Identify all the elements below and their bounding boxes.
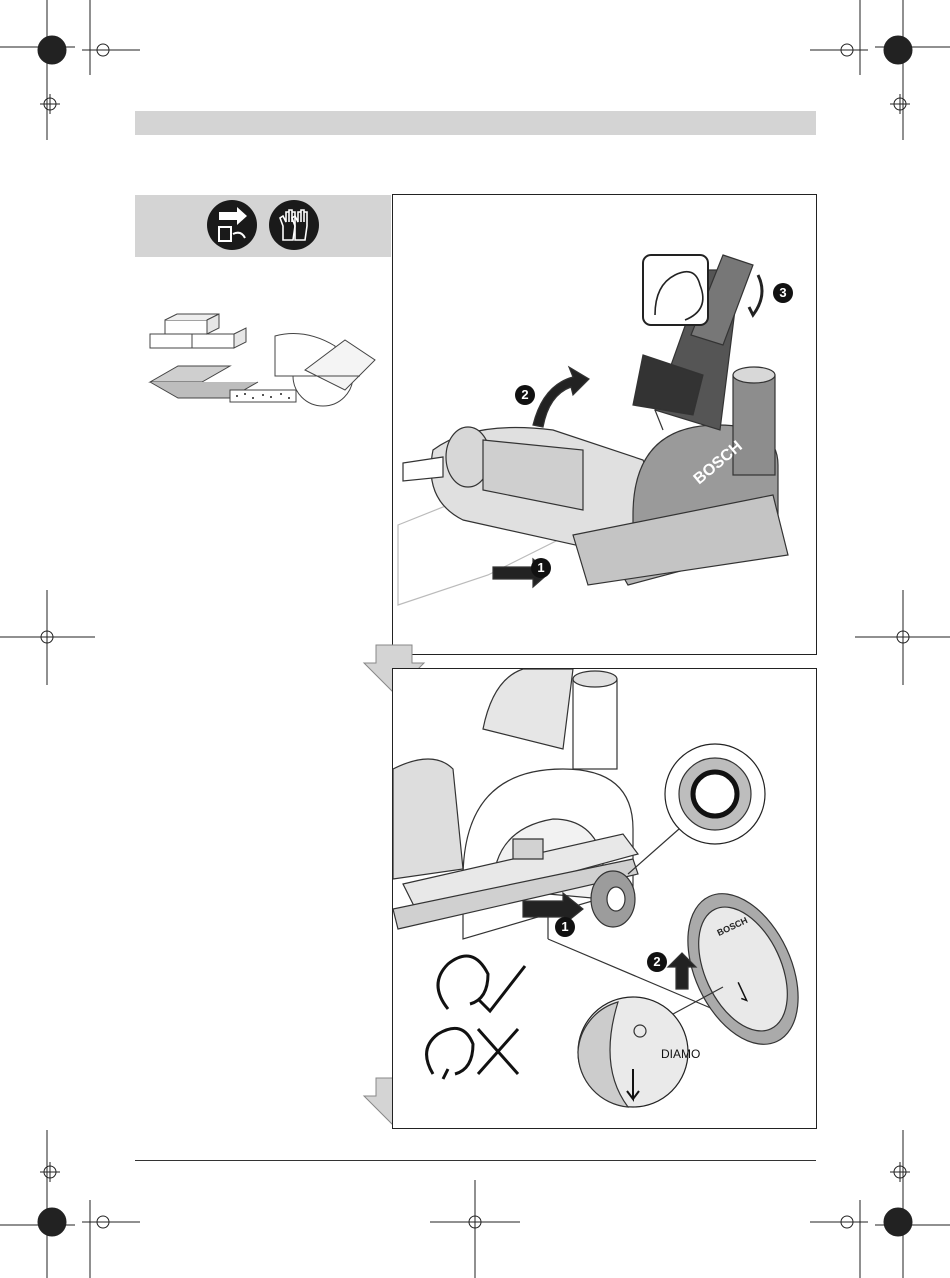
step-number-badge: 3 bbox=[773, 283, 793, 303]
blade-label-text: DIAMO bbox=[661, 1047, 700, 1061]
safety-icons-panel bbox=[135, 195, 391, 257]
step-illustration-mount-blade: BOSCH 1 2 DIAMO bbox=[392, 668, 817, 1129]
step-illustration-remove-handle: BOSCH 2 3 1 bbox=[392, 194, 817, 655]
footer-rule bbox=[135, 1160, 816, 1161]
step-number-badge: 1 bbox=[555, 917, 575, 937]
application-materials-illustration bbox=[145, 310, 385, 420]
unplug-power-icon bbox=[207, 200, 257, 250]
step-number-badge: 1 bbox=[531, 558, 551, 578]
wear-gloves-icon bbox=[269, 200, 319, 250]
step-number-badge: 2 bbox=[647, 952, 667, 972]
header-bar bbox=[135, 111, 816, 135]
step-number-badge: 2 bbox=[515, 385, 535, 405]
